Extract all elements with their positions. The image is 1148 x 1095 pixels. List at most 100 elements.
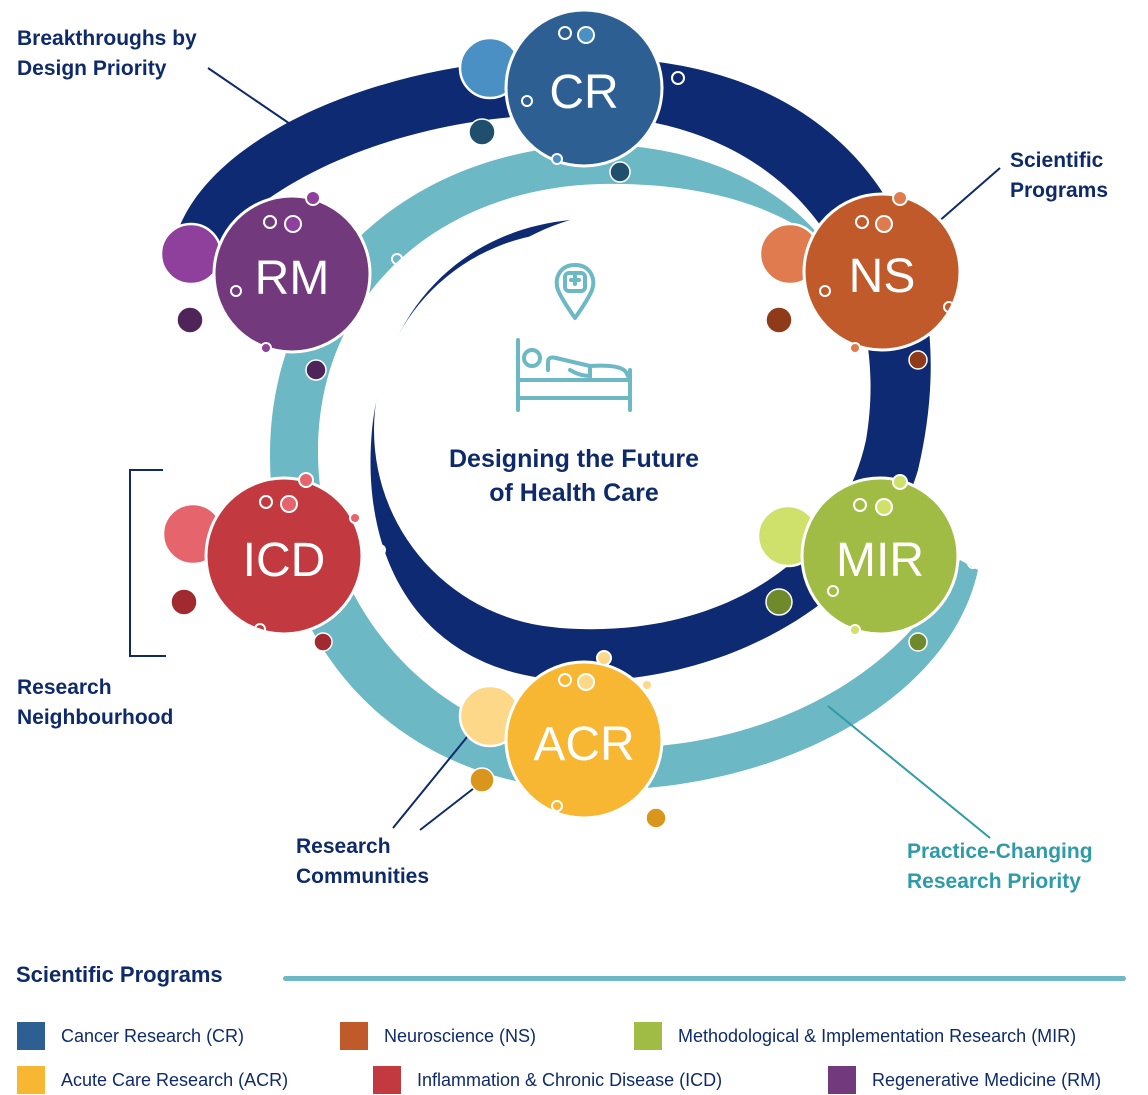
node-rm-small-dot-2 <box>230 285 242 297</box>
node-ns-small-dot-3 <box>849 342 861 354</box>
scientific-programs-line2: Programs <box>1010 179 1109 202</box>
center-disc <box>374 232 770 628</box>
node-ns-small-dot-0 <box>855 215 869 229</box>
priority-diagram: CR NS MIR ACR ICD RM <box>129 8 1001 839</box>
node-ns-dot-1 <box>908 350 928 370</box>
practice-changing-line2: Research Priority <box>907 870 1081 893</box>
node-cr-small-dot-3 <box>551 153 563 165</box>
node-ns-label: NS <box>849 250 916 303</box>
legend-label-icd: Inflammation & Chronic Disease (ICD) <box>417 1069 723 1090</box>
node-cr-dot-1 <box>609 161 631 183</box>
hospital-bed-icon <box>516 263 632 412</box>
node-icd-small-dot-4 <box>374 544 386 556</box>
center-title-line2: of Health Care <box>489 479 659 507</box>
node-acr-small-dot-0 <box>558 673 572 687</box>
node-icd: ICD <box>161 472 386 652</box>
node-ns-dot-0 <box>765 306 793 334</box>
node-mir-small-dot-0 <box>853 498 867 512</box>
research-communities-line1: Research <box>296 835 391 858</box>
legend-swatch-cr <box>17 1022 45 1050</box>
node-acr-dot-1 <box>645 807 667 829</box>
node-rm-small-dot-3 <box>260 342 272 354</box>
node-mir-label: MIR <box>836 534 924 587</box>
legend-item-acr: Acute Care Research (ACR) <box>17 1065 288 1095</box>
node-rm-small-dot-4 <box>391 253 403 265</box>
node-acr-small-dot-4 <box>673 725 687 739</box>
node-icd-small-dot-0 <box>259 495 273 509</box>
legend-label-acr: Acute Care Research (ACR) <box>61 1069 289 1090</box>
legend-label-ns: Neuroscience (NS) <box>384 1025 537 1046</box>
node-acr-label: ACR <box>533 718 634 771</box>
legend-item-rm: Regenerative Medicine (RM) <box>828 1065 1101 1095</box>
research-neighbourhood-annotation: Research Neighbourhood <box>17 673 173 733</box>
node-cr-small-dot-0 <box>558 26 572 40</box>
node-mir-dot-1 <box>908 632 928 652</box>
node-ns-small-dot-4 <box>943 301 955 313</box>
node-mir-small-dot-4 <box>967 557 979 569</box>
node-rm-small-dot-0 <box>263 215 277 229</box>
legend-label-mir: Methodological & Implementation Research… <box>678 1025 1077 1046</box>
legend-swatch-acr <box>17 1066 45 1094</box>
node-icd-small-dot-1 <box>280 495 298 513</box>
legend-label-cr: Cancer Research (CR) <box>61 1025 245 1046</box>
research-neighbourhood-line2: Neighbourhood <box>17 706 174 729</box>
node-ns-small-dot-5 <box>892 190 908 206</box>
breakthroughs-annotation: Breakthroughs by Design Priority <box>17 24 197 84</box>
practice-changing-annotation: Practice-Changing Research Priority <box>907 837 1093 897</box>
node-ns-small-dot-2 <box>819 285 831 297</box>
node-acr-small-dot-5 <box>596 650 612 666</box>
research-communities-line2: Communities <box>296 865 430 888</box>
node-cr-dot-0 <box>468 118 496 146</box>
scientific-programs-line1: Scientific <box>1010 149 1104 172</box>
node-icd-dot-1 <box>313 632 333 652</box>
node-cr-label: CR <box>549 66 618 119</box>
node-mir-small-dot-2 <box>827 585 839 597</box>
legend-swatch-icd <box>373 1066 401 1094</box>
legend-swatch-mir <box>634 1022 662 1050</box>
node-rm-bubble <box>212 194 372 354</box>
node-acr-small-dot-2 <box>551 800 563 812</box>
research-communities-annotation: Research Communities <box>296 832 429 892</box>
node-acr-small-dot-3 <box>641 679 653 691</box>
center-title-line1: Designing the Future <box>449 445 699 473</box>
node-cr-small-dot-4 <box>671 71 685 85</box>
node-mir-dot-0 <box>765 588 793 616</box>
legend-divider <box>283 976 1126 981</box>
node-acr-bubble <box>504 660 664 820</box>
node-icd-dot-0 <box>170 588 198 616</box>
node-icd-small-dot-3 <box>349 512 361 524</box>
node-icd-bubble <box>204 476 364 636</box>
node-rm-small-dot-1 <box>284 215 302 233</box>
node-icd-label: ICD <box>243 534 326 587</box>
node-cr-small-dot-1 <box>577 26 595 44</box>
node-mir-small-dot-3 <box>849 624 861 636</box>
node-mir-small-dot-5 <box>892 474 908 490</box>
legend-label-rm: Regenerative Medicine (RM) <box>872 1069 1102 1090</box>
node-ns-small-dot-1 <box>875 215 893 233</box>
node-mir: MIR <box>756 474 979 652</box>
legend-swatch-rm <box>828 1066 856 1094</box>
node-cr-small-dot-2 <box>521 95 533 107</box>
node-rm-label: RM <box>255 252 330 305</box>
node-icd-small-dot-2 <box>254 623 266 635</box>
legend-title: Scientific Programs <box>16 962 223 987</box>
research-neighbourhood-line1: Research <box>17 676 112 699</box>
node-mir-small-dot-1 <box>875 498 893 516</box>
node-ns: NS <box>758 190 962 370</box>
node-rm: RM <box>159 190 403 381</box>
node-rm-accent-bubble <box>159 222 223 286</box>
legend-item-cr: Cancer Research (CR) <box>17 1021 244 1051</box>
legend-item-mir: Methodological & Implementation Research… <box>634 1021 1076 1051</box>
node-icd-small-dot-5 <box>298 472 314 488</box>
node-acr: ACR <box>458 650 687 829</box>
breakthroughs-line2: Design Priority <box>17 57 167 80</box>
scientific-programs-annotation: Scientific Programs <box>1010 146 1108 206</box>
node-cr-bubble <box>504 8 664 168</box>
node-rm-small-dot-5 <box>305 190 321 206</box>
node-ns-bubble <box>802 192 962 352</box>
node-mir-bubble <box>800 476 960 636</box>
node-rm-dot-1 <box>305 359 327 381</box>
legend-swatch-ns <box>340 1022 368 1050</box>
legend-item-ns: Neuroscience (NS) <box>340 1021 536 1051</box>
practice-changing-line1: Practice-Changing <box>907 840 1093 863</box>
